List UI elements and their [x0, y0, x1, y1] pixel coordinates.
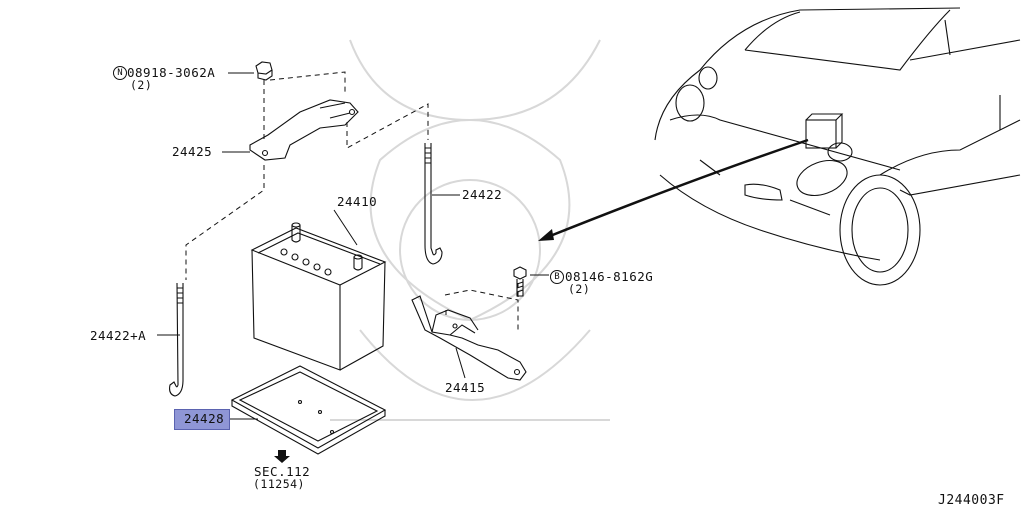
hold-down-frame-24425	[249, 99, 359, 161]
nut-quantity: (2)	[130, 78, 153, 92]
location-arrow	[544, 138, 809, 240]
highlight-24428	[174, 409, 230, 430]
section-arrow	[274, 450, 290, 463]
section-ref-sec: SEC.112	[254, 464, 311, 479]
bolt-drawing	[513, 266, 527, 297]
rod-24422a	[169, 282, 184, 397]
battery-24410	[250, 222, 387, 371]
label-24415: 24415	[445, 380, 486, 395]
watermark	[330, 39, 610, 421]
tray-24428	[230, 365, 387, 455]
bolt-quantity: (2)	[568, 282, 591, 296]
section-ref-code: (11254)	[253, 477, 305, 491]
diagram-code: J244003F	[938, 493, 1005, 508]
bolt-part-number: 08146-8162G	[565, 269, 654, 284]
label-24425: 24425	[172, 144, 213, 159]
label-24428: 24428	[184, 411, 225, 426]
nut-part-number: 08918-3062A	[127, 65, 216, 80]
bracket-24415	[411, 295, 527, 381]
label-24410: 24410	[337, 194, 378, 209]
location-arrowhead	[538, 229, 554, 241]
leader-24415	[455, 347, 466, 379]
assembly-lines	[185, 71, 519, 330]
bolt-b-marker: B	[550, 270, 564, 284]
car-front-drawing	[654, 7, 1021, 286]
rod-24422	[424, 143, 443, 265]
label-24422a: 24422+A	[90, 328, 147, 343]
nut-drawing	[255, 61, 273, 81]
nut-n-marker: N	[113, 66, 127, 80]
label-24422: 24422	[462, 187, 503, 202]
leader-24410	[333, 209, 358, 246]
